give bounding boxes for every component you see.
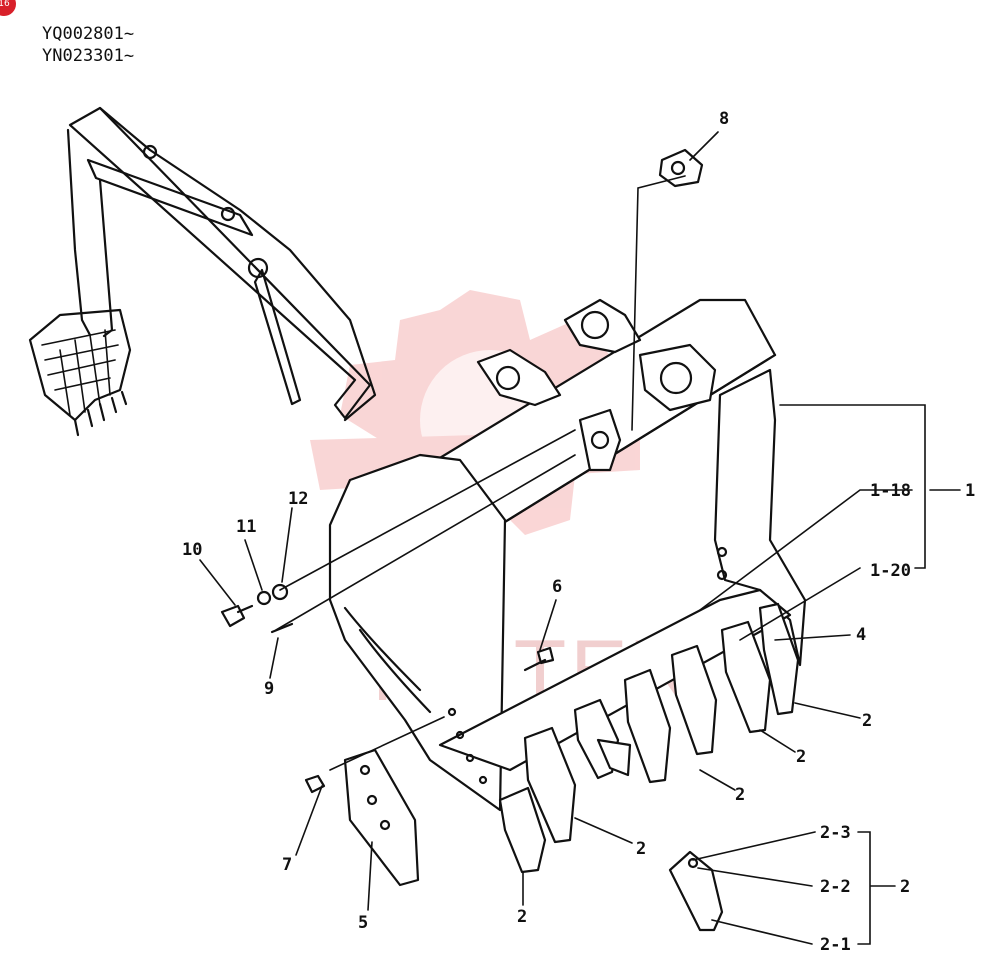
callout-2-b: 2 [796,747,806,767]
callout-6: 6 [552,577,562,597]
side-cutter [304,748,420,887]
callout-2-3: 2-3 [820,823,851,843]
callout-7: 7 [282,855,292,875]
callout-2-2: 2-2 [820,877,851,897]
callout-2-e: 2 [517,907,527,927]
callout-1: 1 [965,481,975,501]
serial-range-2: YN023301~ [42,46,135,66]
bucket-assembly [328,298,807,812]
callout-1-18: 1-18 [870,481,911,501]
serial-range-1: YQ002801~ [42,24,135,44]
callout-9: 9 [264,679,274,699]
callout-2-a: 2 [862,711,872,731]
callout-11: 11 [236,517,256,537]
callout-5: 5 [358,913,368,933]
callout-labels: 8 12 11 10 9 6 1-18 1 1-20 4 2 2 2 2 2 2… [182,109,975,955]
tooth-detail [668,850,724,932]
callout-8: 8 [719,109,729,129]
callout-1-20: 1-20 [870,561,911,581]
bucket-teeth [498,602,800,874]
callout-10: 10 [182,540,202,560]
callout-2-group: 2 [900,877,910,897]
callout-12: 12 [288,489,308,509]
callout-2-c: 2 [735,785,745,805]
callout-2-1: 2-1 [820,935,851,955]
page-badge: 16 [0,0,16,16]
excavator-overview [28,106,377,437]
callout-2-d: 2 [636,839,646,859]
callout-4: 4 [856,625,866,645]
leader-lines [199,131,961,945]
